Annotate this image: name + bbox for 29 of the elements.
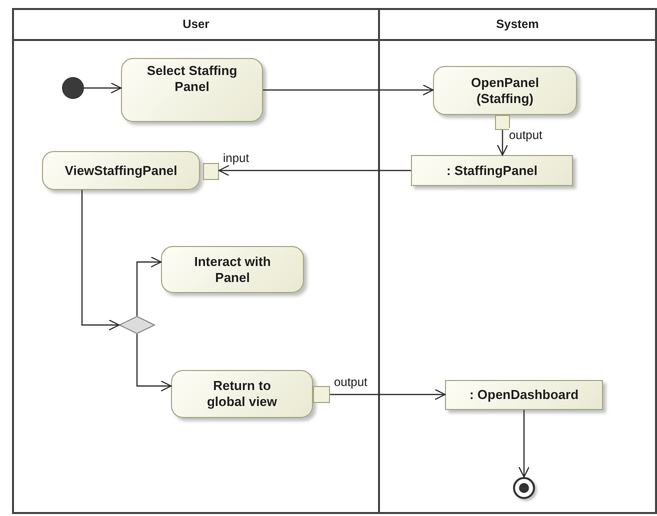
pin-label: input	[223, 151, 250, 165]
arrow	[263, 84, 434, 96]
object-node: : OpenDashboard	[445, 380, 603, 410]
action-box: OpenPanel (Staffing)	[433, 66, 577, 115]
action-box: Interact with Panel	[161, 246, 304, 293]
pin	[495, 115, 510, 130]
arrow	[496, 130, 508, 156]
arrow	[84, 82, 122, 94]
pin	[313, 386, 330, 403]
swimlane	[12, 8, 380, 514]
pin-label: output	[509, 128, 542, 142]
arrow	[330, 388, 446, 400]
arrow	[218, 164, 411, 176]
pin-label: output	[334, 375, 368, 389]
action-box: Return to global view	[171, 370, 313, 418]
lane-header: System	[380, 10, 655, 41]
action-box: Select Staffing Panel	[121, 58, 263, 122]
arrow	[518, 410, 530, 478]
lane-header: User	[14, 10, 378, 41]
swimlane	[380, 8, 657, 514]
action-box: ViewStaffingPanel	[42, 151, 200, 190]
object-node: : StaffingPanel	[411, 155, 573, 186]
initial-node	[62, 77, 84, 99]
arrow	[136, 256, 162, 316]
final-node	[513, 477, 535, 499]
pin	[203, 163, 219, 180]
arrow	[81, 190, 120, 331]
decision-diamond	[119, 316, 155, 334]
arrow	[136, 334, 172, 392]
